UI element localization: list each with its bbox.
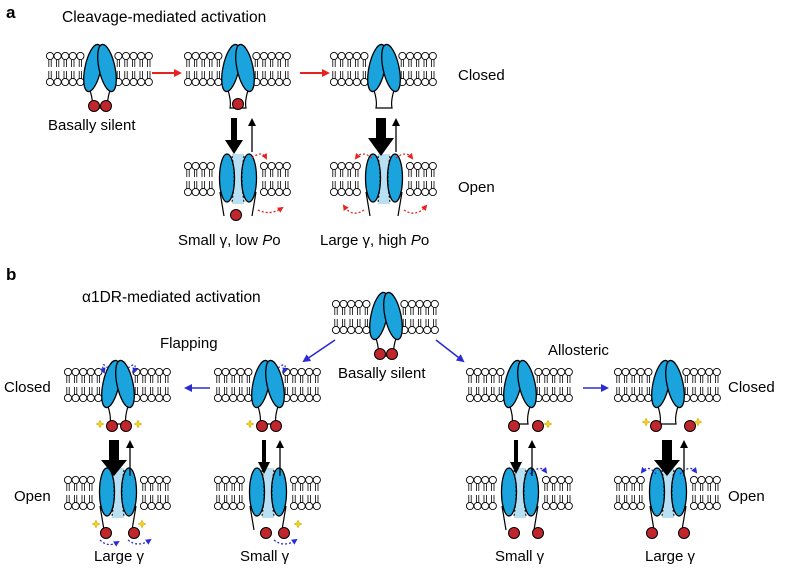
panel-b-title: α1DR-mediated activation [82, 289, 261, 306]
channel-a-basally-silent [45, 43, 153, 112]
channel-b-flap-large-open [63, 467, 171, 547]
label-closed-a: Closed [458, 67, 505, 84]
channel-a-open-large [329, 153, 437, 217]
label-flapping: Flapping [160, 335, 218, 352]
channel-b-allo-small-open [465, 467, 573, 539]
label-large-gamma-left: Large γ [94, 548, 145, 565]
channel-a-cleaved-both [329, 43, 437, 109]
label-open-right: Open [728, 488, 765, 505]
channel-b-allo-large-open [613, 467, 721, 539]
panel-a-title: Cleavage-mediated activation [62, 9, 266, 26]
arrow-b4-down-thick [654, 440, 680, 476]
label-closed-right: Closed [728, 379, 775, 396]
channel-b-allo-large-closed [613, 359, 721, 432]
label-large-gamma-right: Large γ [645, 548, 696, 565]
label-small-gamma-left: Small γ [240, 548, 290, 565]
arrow-a2-down-thick [368, 118, 394, 156]
channel-b-flap-small-closed [213, 359, 321, 432]
label-open-left: Open [14, 488, 51, 505]
arrow-b-silent-to-allosteric [435, 339, 465, 363]
arrow-b-silent-to-flapping [302, 339, 336, 363]
label-small-low-po: Small γ, low Po [178, 232, 281, 249]
label-closed-left: Closed [4, 379, 51, 396]
label-allosteric: Allosteric [548, 342, 609, 359]
panel-a-letter: a [6, 3, 16, 22]
channel-a-open-small [183, 153, 291, 221]
label-small-gamma-right: Small γ [495, 548, 545, 565]
arrow-b1-down-thick [101, 440, 127, 476]
panel-b-letter: b [6, 265, 16, 284]
label-open-a: Open [458, 179, 495, 196]
label-basally-silent-a: Basally silent [48, 117, 136, 134]
channel-b-allo-small-closed [465, 359, 573, 432]
arrow-a1-down-thick [225, 118, 243, 154]
label-large-high-po: Large γ, high Po [320, 232, 429, 249]
channel-b-flap-small-open [213, 467, 321, 545]
channel-b-basally-silent [331, 291, 439, 360]
channel-layer [45, 43, 721, 547]
channel-b-flap-large-closed [63, 359, 171, 432]
channel-a-cleaved-one [183, 43, 291, 110]
arrow-b2-down-thin [258, 440, 270, 474]
arrow-b3-down-thin [510, 440, 522, 474]
label-basally-silent-b: Basally silent [338, 365, 426, 382]
